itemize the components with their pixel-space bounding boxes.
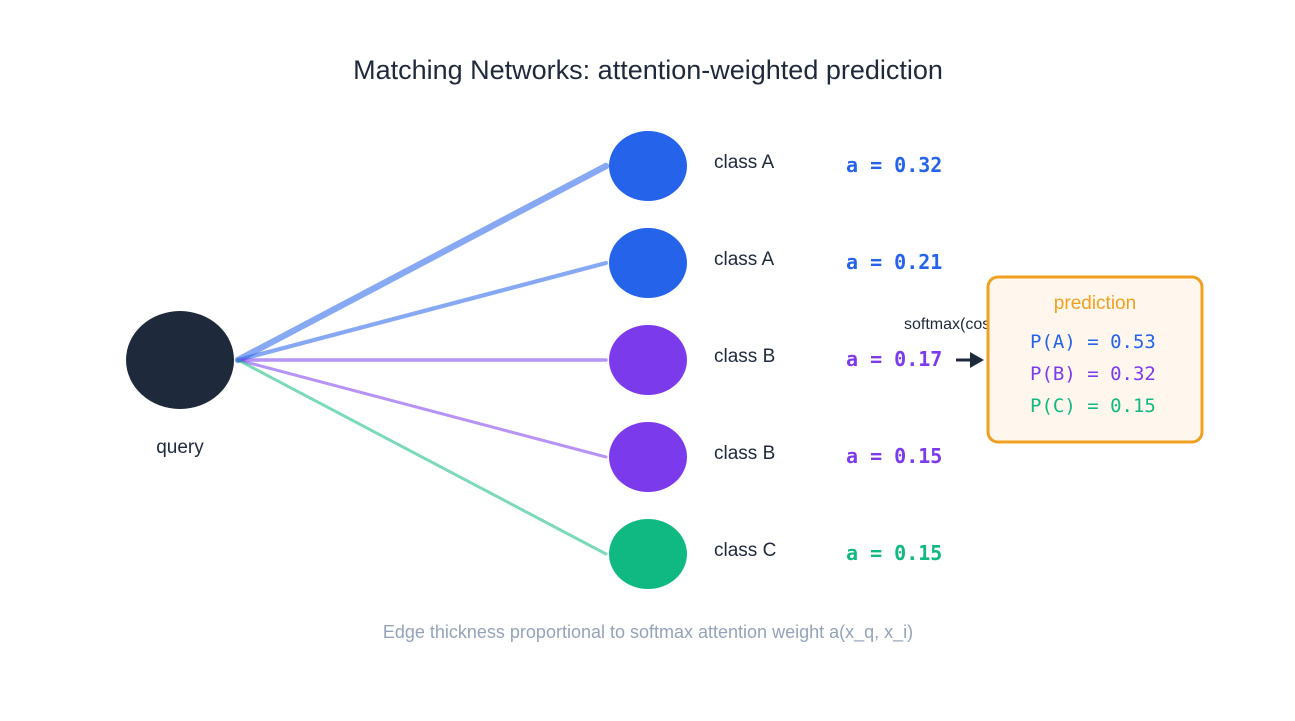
support-node-class-c xyxy=(609,519,687,589)
support-item: class B a = 0.17 xyxy=(609,325,942,395)
prediction-title: prediction xyxy=(1054,293,1136,314)
arrow-to-prediction xyxy=(956,352,984,368)
support-node-class-b xyxy=(609,422,687,492)
support-node-class-b xyxy=(609,325,687,395)
attention-weight: a = 0.17 xyxy=(846,347,942,371)
support-label: class C xyxy=(714,540,776,561)
support-item: class A a = 0.21 xyxy=(609,228,942,298)
support-item: class C a = 0.15 xyxy=(609,519,942,589)
query-label: query xyxy=(156,437,204,458)
prediction-box-border xyxy=(986,275,1204,444)
attention-weight: a = 0.15 xyxy=(846,444,942,468)
attention-weight: a = 0.32 xyxy=(846,153,942,177)
attention-edge xyxy=(236,358,608,459)
attention-weight: a = 0.21 xyxy=(846,250,942,274)
prediction-prob-b: P(B) = 0.32 xyxy=(1030,363,1156,385)
footer-caption: Edge thickness proportional to softmax a… xyxy=(383,622,913,643)
query-node xyxy=(126,311,234,409)
attention-edge xyxy=(235,260,609,363)
diagram-title: Matching Networks: attention-weighted pr… xyxy=(353,55,943,85)
attention-edge xyxy=(234,162,610,364)
support-label: class A xyxy=(714,152,775,173)
support-item: class A a = 0.32 xyxy=(609,131,942,201)
arrow-head-icon xyxy=(970,352,984,368)
support-node-class-a xyxy=(609,228,687,298)
prediction-prob-a: P(A) = 0.53 xyxy=(1030,331,1156,353)
prediction-box: prediction P(A) = 0.53 P(B) = 0.32 P(C) … xyxy=(986,275,1204,444)
support-node-class-a xyxy=(609,131,687,201)
support-item: class B a = 0.15 xyxy=(609,422,942,492)
attention-edge xyxy=(236,358,608,556)
support-label: class A xyxy=(714,249,775,270)
prediction-prob-c: P(C) = 0.15 xyxy=(1030,395,1156,417)
support-label: class B xyxy=(714,346,775,367)
support-label: class B xyxy=(714,443,775,464)
attention-weight: a = 0.15 xyxy=(846,541,942,565)
attention-edges xyxy=(234,162,610,556)
